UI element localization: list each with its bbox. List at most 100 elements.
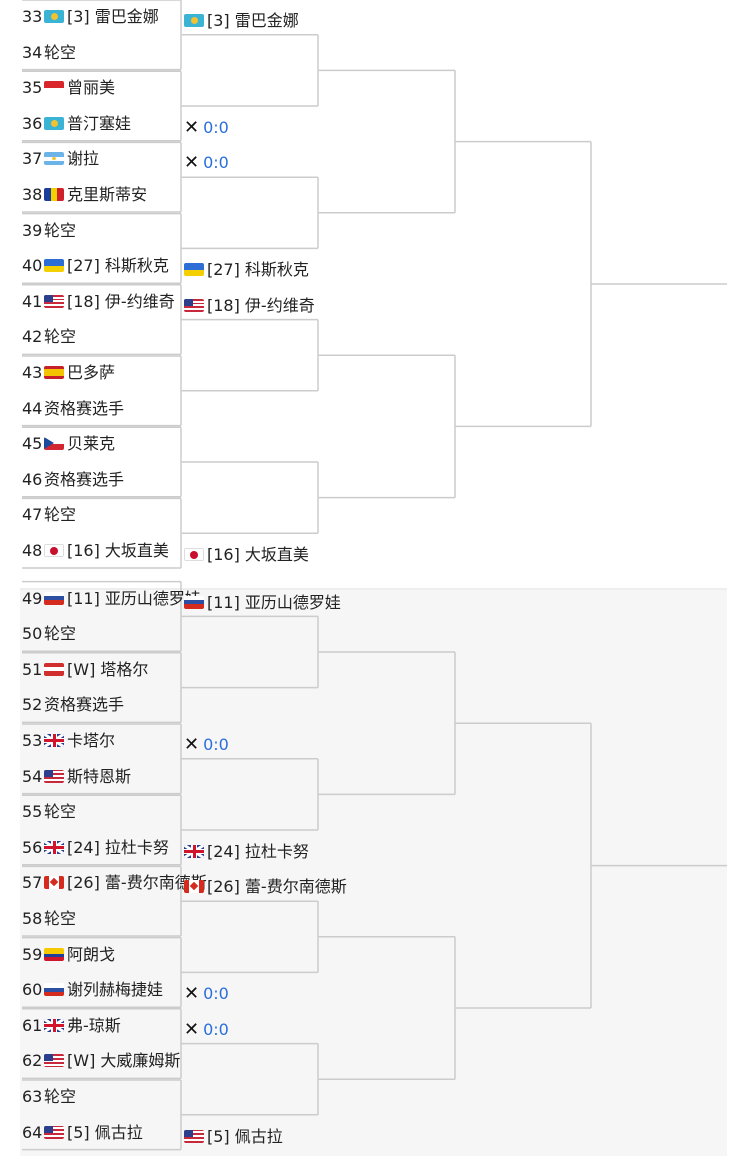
flag-us-icon: [184, 298, 204, 312]
match-score[interactable]: 0:0: [203, 984, 229, 1004]
round1-slot[interactable]: 53 卡塔尔: [22, 724, 115, 758]
round1-slot[interactable]: 56 [24] 拉杜卡努: [22, 831, 169, 865]
player-name: 谢拉: [67, 149, 100, 169]
player-name: 普汀塞娃: [67, 113, 132, 133]
flag-kz-icon: [44, 10, 64, 23]
round2-entry[interactable]: ✕0:0: [184, 732, 229, 758]
player-name: 贝莱克: [67, 434, 116, 454]
seed-number: 46: [22, 469, 43, 489]
player-name: [26] 蕾-费尔南德斯: [67, 873, 207, 893]
flag-kz-icon: [44, 116, 64, 130]
round2-entry[interactable]: [3] 雷巴金娜: [184, 8, 299, 34]
flag-jp-icon: [184, 548, 204, 561]
round1-slot[interactable]: 51 [W] 塔格尔: [22, 653, 148, 687]
player-name: 巴多萨: [67, 363, 116, 382]
round2-entry[interactable]: ✕0:0: [184, 150, 229, 176]
seed-number: 60: [22, 980, 43, 1000]
round2-entry[interactable]: [11] 亚历山德罗娃: [184, 590, 341, 616]
player-name: [18] 伊-约维奇: [207, 295, 315, 315]
match-vs-icon: ✕: [184, 152, 200, 174]
player-name: 轮空: [44, 220, 77, 240]
round2-entry[interactable]: ✕0:0: [184, 115, 229, 141]
round2-entry[interactable]: [24] 拉杜卡努: [184, 839, 309, 865]
flag-ro-icon: [44, 188, 64, 201]
player-name: [18] 伊-约维奇: [67, 291, 175, 311]
section-divider: [20, 588, 727, 590]
round1-slot[interactable]: 49[11] 亚历山德罗娃: [22, 582, 201, 616]
player-name: 卡塔尔: [67, 731, 116, 750]
seed-number: 51: [22, 659, 43, 679]
round1-slot[interactable]: 62 [W] 大威廉姆斯: [22, 1044, 180, 1078]
round1-slot[interactable]: 41[18] 伊-约维奇: [22, 285, 175, 319]
match-score[interactable]: 0:0: [203, 153, 229, 173]
player-name: [5] 佩古拉: [67, 1122, 143, 1142]
round2-entry[interactable]: ✕0:0: [184, 981, 229, 1007]
bracket-section-top: [20, 0, 727, 588]
player-name: 轮空: [44, 909, 77, 928]
round2-entry[interactable]: ✕0:0: [184, 1017, 229, 1043]
player-name: 轮空: [44, 624, 77, 644]
player-name: 资格赛选手: [44, 469, 125, 489]
round2-entry[interactable]: [5] 佩古拉: [184, 1124, 283, 1150]
seed-number: 58: [22, 909, 43, 928]
player-name: 轮空: [44, 327, 77, 347]
player-name: [W] 塔格尔: [67, 659, 149, 679]
flag-gb-icon: [44, 734, 64, 747]
player-name: 弗-琼斯: [67, 1015, 121, 1035]
player-name: [27] 科斯秋克: [67, 256, 169, 276]
seed-number: 52: [22, 695, 43, 715]
round1-slot[interactable]: 48[16] 大坂直美: [22, 534, 169, 568]
round1-slot[interactable]: 33[3] 雷巴金娜: [22, 0, 159, 34]
round1-slot[interactable]: 40 [27] 科斯秋克: [22, 249, 169, 283]
flag-gb-icon: [44, 840, 64, 854]
round2-entry[interactable]: [16] 大坂直美: [184, 542, 309, 568]
player-name: [11] 亚历山德罗娃: [67, 588, 201, 608]
seed-number: 57: [22, 873, 43, 893]
player-name: [24] 拉杜卡努: [207, 841, 309, 861]
player-name: [5] 佩古拉: [207, 1126, 283, 1146]
seed-number: 38: [22, 185, 43, 204]
round2-entry[interactable]: [26] 蕾-费尔南德斯: [184, 874, 347, 900]
round2-entry[interactable]: [27] 科斯秋克: [184, 257, 309, 283]
match-score[interactable]: 0:0: [203, 117, 229, 137]
player-name: [16] 大坂直美: [207, 545, 309, 564]
flag-us-icon: [44, 769, 64, 783]
round1-slot[interactable]: 64[5] 佩古拉: [22, 1116, 143, 1150]
match-score[interactable]: 0:0: [203, 735, 229, 754]
round1-slot[interactable]: 57 [26] 蕾-费尔南德斯: [22, 866, 207, 900]
player-name: [26] 蕾-费尔南德斯: [207, 877, 347, 897]
seed-number: 53: [22, 731, 43, 750]
match-score[interactable]: 0:0: [203, 1019, 229, 1039]
flag-us-icon: [44, 294, 64, 308]
player-name: 曾丽美: [67, 78, 116, 98]
flag-ca-icon: [44, 876, 64, 890]
seed-number: 40: [22, 256, 43, 276]
flag-ar-icon: [44, 152, 64, 166]
round1-slot[interactable]: 61 弗-琼斯: [22, 1009, 121, 1043]
round2-entry[interactable]: [18] 伊-约维奇: [184, 293, 315, 319]
player-name: [W] 大威廉姆斯: [67, 1051, 181, 1071]
player-name: 斯特恩斯: [67, 766, 132, 786]
seed-number: 44: [22, 398, 43, 418]
seed-number: 62: [22, 1051, 43, 1071]
